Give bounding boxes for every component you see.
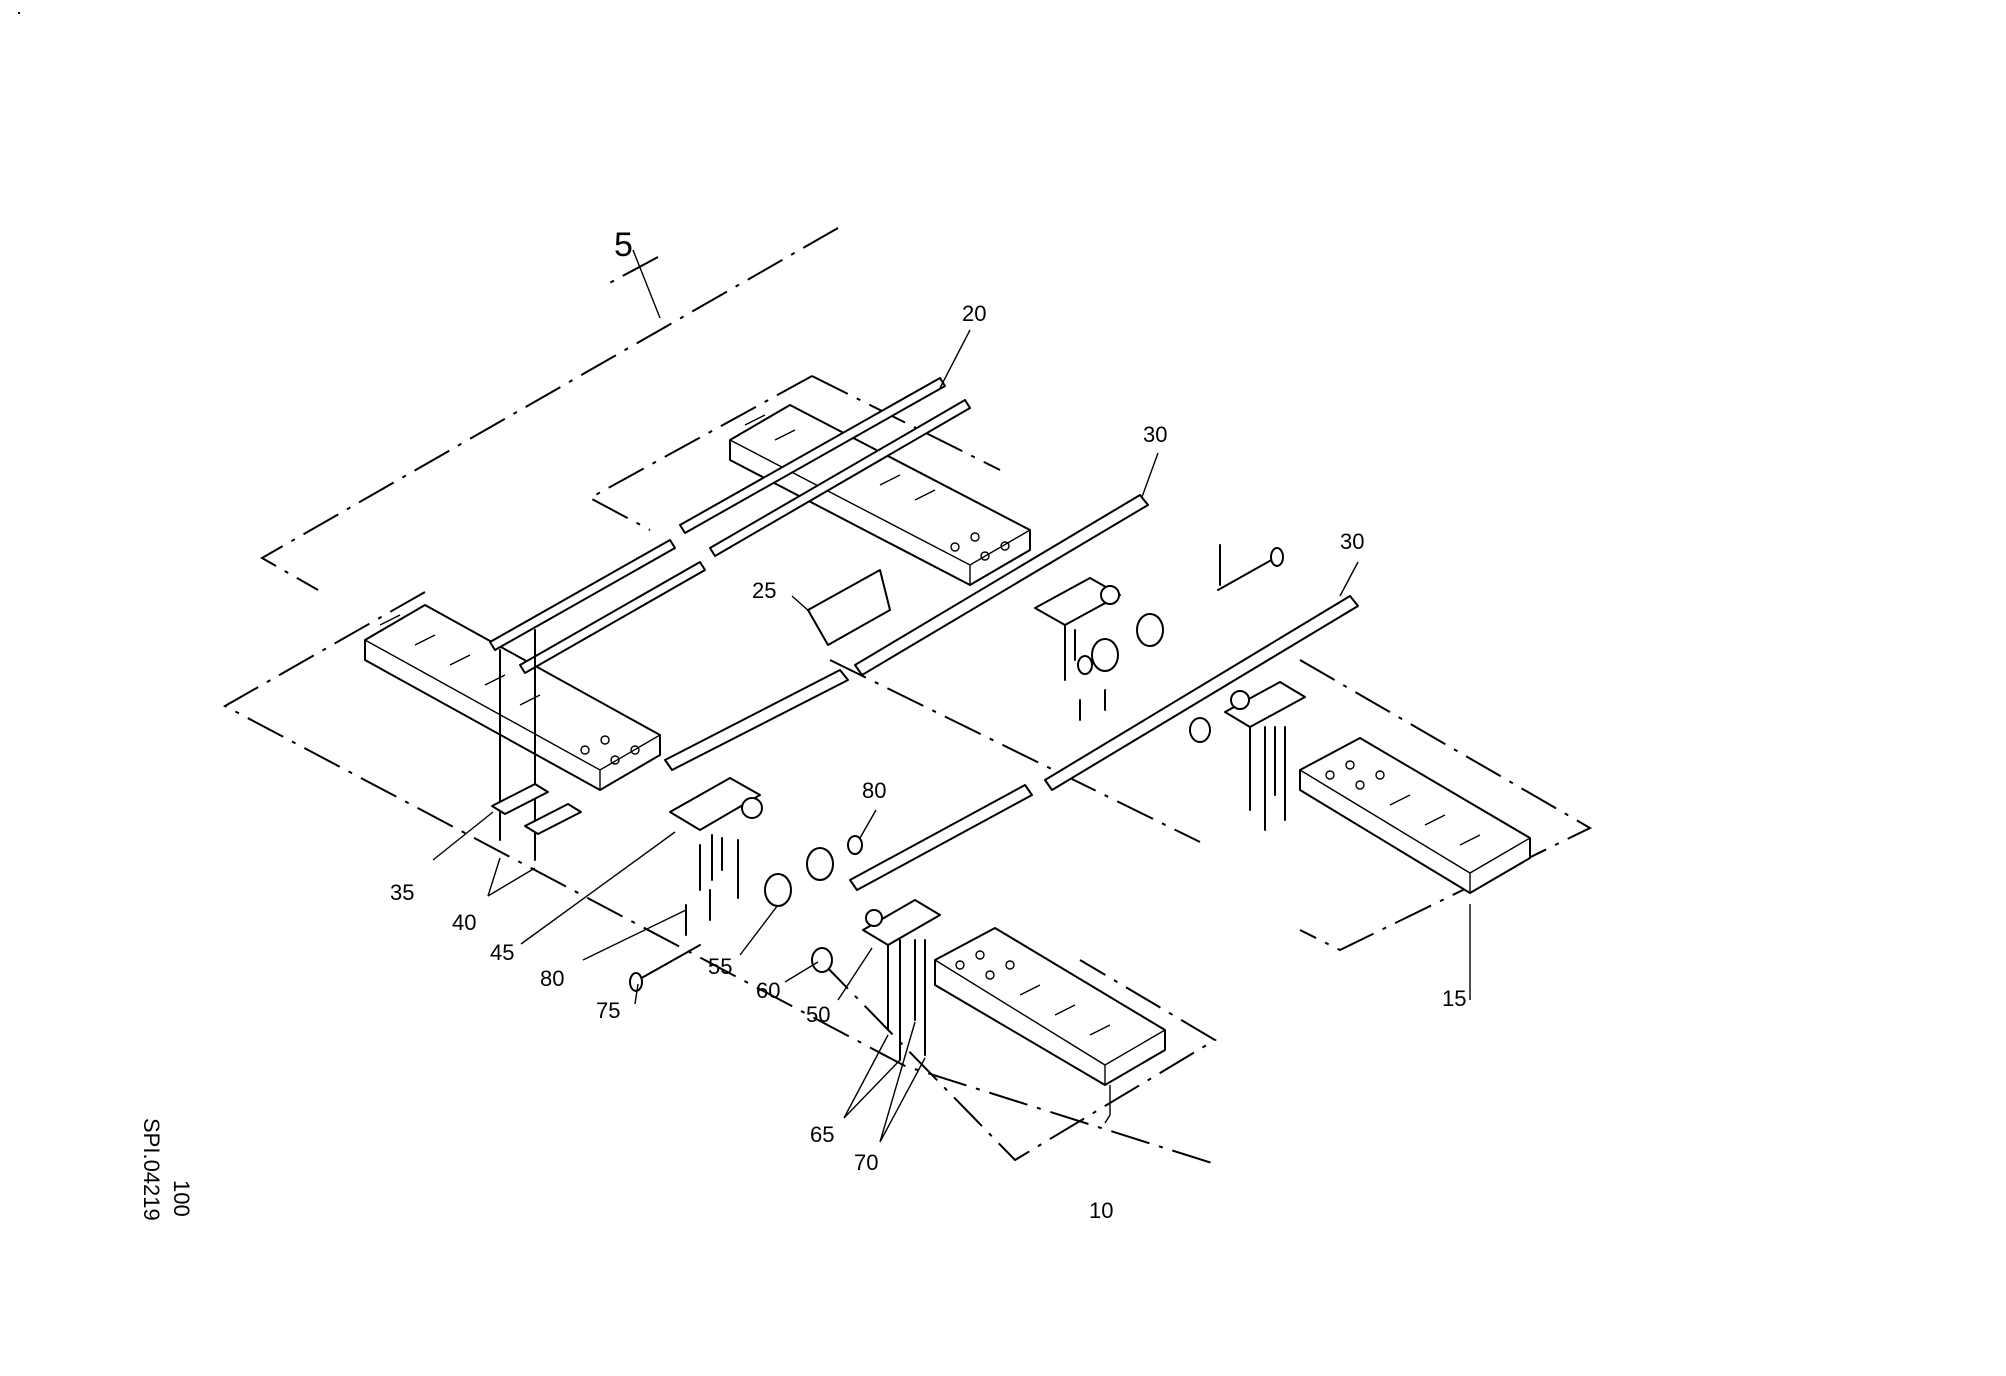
rail-20 bbox=[489, 377, 971, 674]
assembly-outline-5 bbox=[259, 227, 839, 591]
bushings bbox=[764, 613, 1211, 973]
callout-30-upper: 30 bbox=[1143, 422, 1168, 447]
callout-25: 25 bbox=[752, 578, 777, 603]
bracket-25 bbox=[807, 569, 891, 646]
track-pad-10 bbox=[934, 927, 1166, 1086]
assembly-outline-left bbox=[222, 591, 1218, 1165]
callout-80-lower: 80 bbox=[540, 966, 565, 991]
assembly-outline-upper bbox=[587, 375, 1001, 531]
callout-80-upper: 80 bbox=[862, 778, 887, 803]
hinge-45 bbox=[669, 777, 763, 831]
track-pad-upper bbox=[729, 404, 1031, 586]
leader-lines bbox=[432, 249, 1471, 1143]
hinge-50 bbox=[862, 899, 941, 946]
pins bbox=[629, 544, 1284, 992]
hinge-right bbox=[1224, 681, 1306, 728]
track-pad-15 bbox=[1299, 737, 1531, 894]
callout-70: 70 bbox=[854, 1150, 879, 1175]
callout-35: 35 bbox=[390, 880, 415, 905]
callout-75: 75 bbox=[596, 998, 621, 1023]
callout-65: 65 bbox=[810, 1122, 835, 1147]
callout-10: 10 bbox=[1089, 1198, 1114, 1223]
callout-40: 40 bbox=[452, 910, 477, 935]
callout-50: 50 bbox=[806, 1002, 831, 1027]
callout-15: 15 bbox=[1442, 986, 1467, 1011]
callout-55: 55 bbox=[708, 954, 733, 979]
assembly-outline-10 bbox=[819, 959, 1217, 1162]
track-pad-left bbox=[364, 604, 661, 791]
drawing-code: SPI.04219 bbox=[139, 1118, 164, 1221]
corner-dot bbox=[18, 12, 20, 14]
hinge-upper-right bbox=[1034, 577, 1121, 626]
callout-20: 20 bbox=[962, 301, 987, 326]
rail-30-upper bbox=[664, 494, 1149, 891]
callout-60: 60 bbox=[756, 978, 781, 1003]
rail-30-lower bbox=[1044, 595, 1359, 791]
callout-30-lower: 30 bbox=[1340, 529, 1365, 554]
callout-45: 45 bbox=[490, 940, 515, 965]
callout-5: 5 bbox=[614, 226, 633, 264]
sheet-number: 100 bbox=[169, 1180, 194, 1217]
plates-35 bbox=[491, 783, 582, 835]
